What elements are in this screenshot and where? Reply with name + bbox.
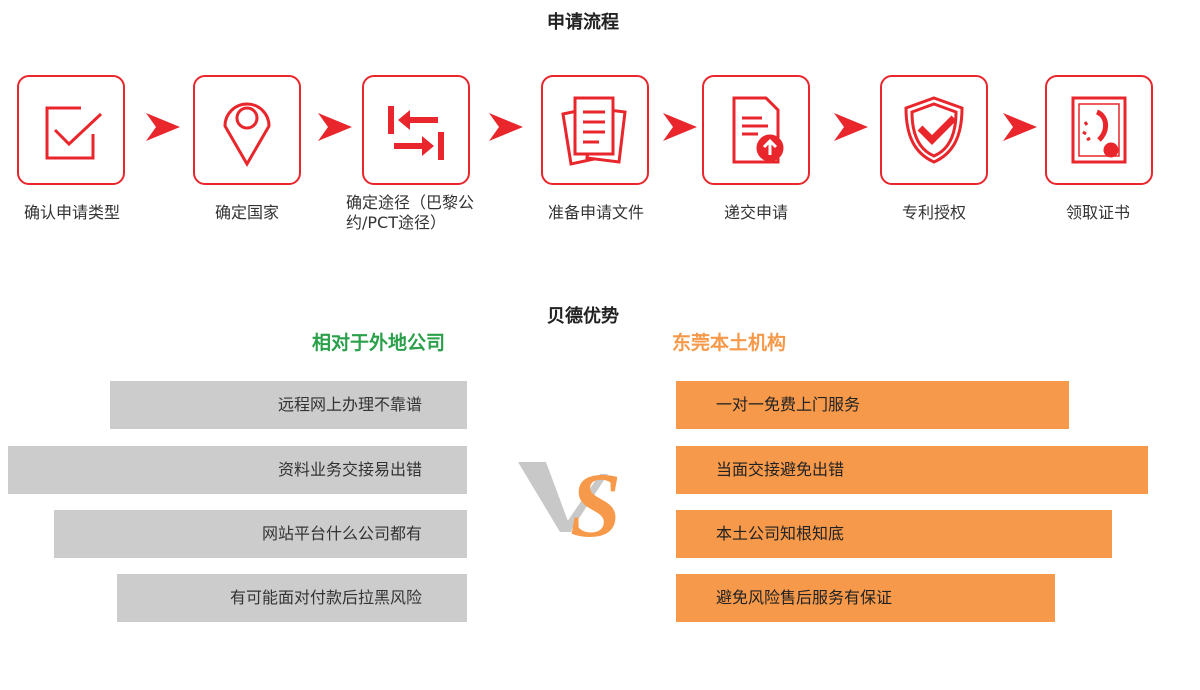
location-pin-icon <box>209 92 285 168</box>
step-box-6 <box>880 75 988 185</box>
left-item-4: 有可能面对付款后拉黑风险 <box>117 574 467 622</box>
shield-check-icon <box>896 92 972 168</box>
step-label-2: 确定国家 <box>157 203 337 223</box>
step-label-4: 准备申请文件 <box>506 203 686 223</box>
svg-text:S: S <box>570 454 621 542</box>
step-box-4 <box>541 75 649 185</box>
checkbox-icon <box>33 92 109 168</box>
step-box-5 <box>702 75 810 185</box>
arrow-icon <box>834 113 868 141</box>
right-item-2: 当面交接避免出错 <box>676 446 1148 494</box>
documents-icon <box>557 92 633 168</box>
right-item-4: 避免风险售后服务有保证 <box>676 574 1055 622</box>
process-title: 申请流程 <box>0 8 1183 34</box>
left-item-1: 远程网上办理不靠谱 <box>110 381 467 429</box>
route-arrows-icon <box>378 92 454 168</box>
arrow-icon <box>1003 113 1037 141</box>
left-subtitle: 相对于外地公司 <box>312 328 445 355</box>
step-label-5: 递交申请 <box>666 203 846 223</box>
upload-document-icon <box>718 92 794 168</box>
right-item-3: 本土公司知根知底 <box>676 510 1112 558</box>
right-subtitle: 东莞本土机构 <box>672 328 786 355</box>
left-item-3: 网站平台什么公司都有 <box>54 510 467 558</box>
step-box-7 <box>1045 75 1153 185</box>
arrow-icon <box>489 113 523 141</box>
arrow-icon <box>663 113 697 141</box>
step-label-7: 领取证书 <box>1008 203 1188 223</box>
step-label-6: 专利授权 <box>844 203 1024 223</box>
step-label-1: 确认申请类型 <box>0 203 162 223</box>
left-item-2: 资料业务交接易出错 <box>8 446 467 494</box>
step-box-1 <box>17 75 125 185</box>
arrow-icon <box>146 113 180 141</box>
advantages-title: 贝德优势 <box>0 302 1183 328</box>
vs-logo: S <box>518 452 628 542</box>
step-box-2 <box>193 75 301 185</box>
step-box-3 <box>362 75 470 185</box>
arrow-icon <box>318 113 352 141</box>
right-item-1: 一对一免费上门服务 <box>676 381 1069 429</box>
step-label-3: 确定途径（巴黎公约/PCT途径） <box>346 193 486 233</box>
certificate-icon <box>1061 92 1137 168</box>
